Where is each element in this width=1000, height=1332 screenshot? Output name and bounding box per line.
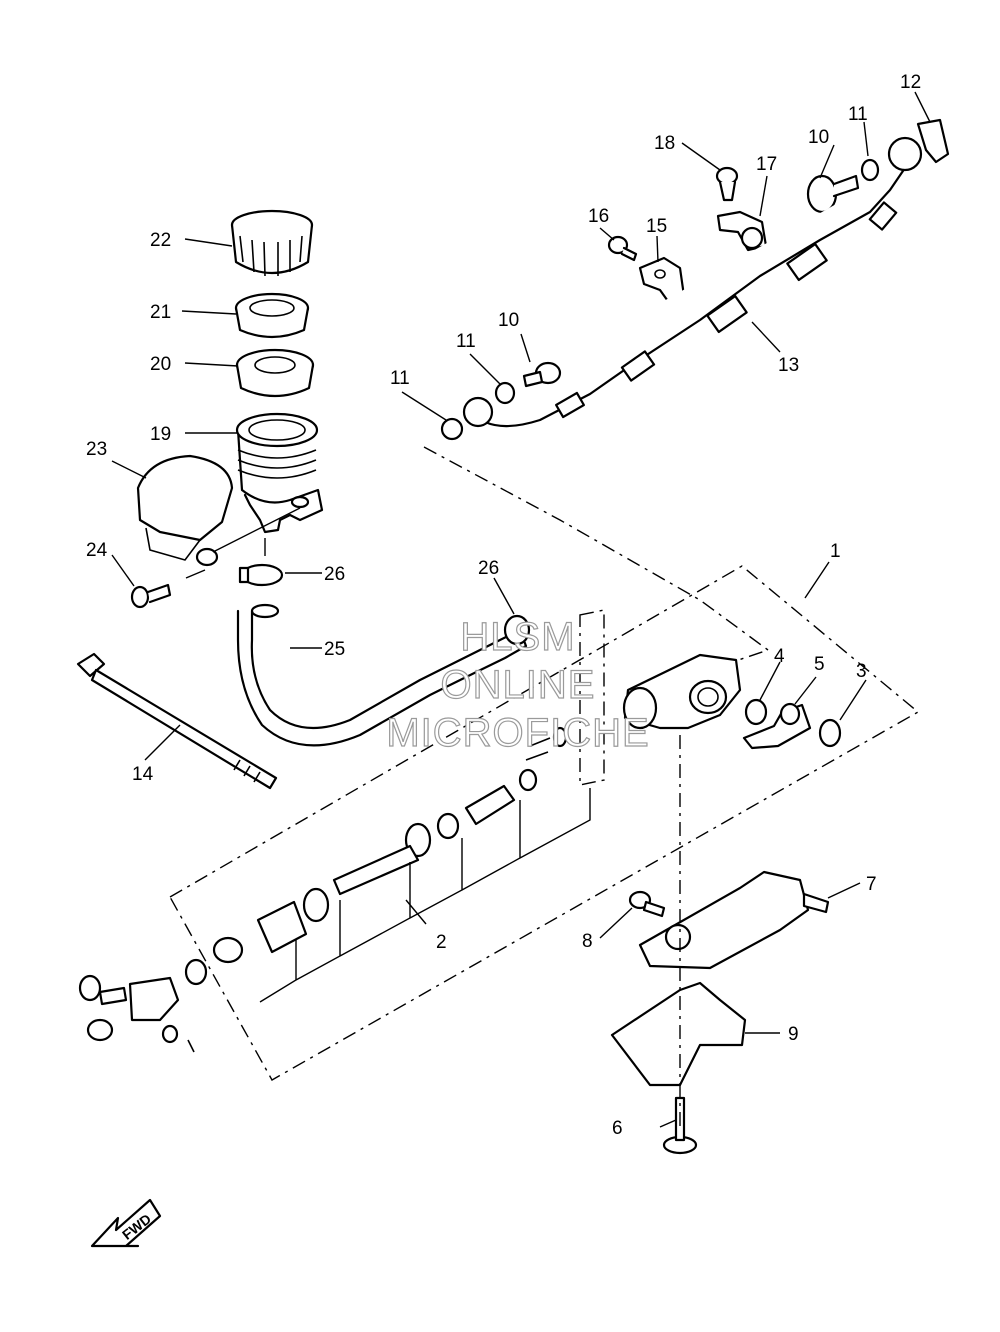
callout-11-left: 11 <box>390 368 410 389</box>
callout-10-mid: 10 <box>498 310 519 331</box>
bolt-16 <box>607 235 638 262</box>
watermark: HLSM ONLINE MICROFICHE <box>386 614 650 755</box>
callout-13: 13 <box>778 355 799 376</box>
callout-16: 16 <box>588 206 609 227</box>
reservoir-tank-19 <box>235 412 324 534</box>
watermark-line-3: MICROFICHE <box>386 711 649 755</box>
callout-11-top: 11 <box>848 104 868 125</box>
bolt-8 <box>628 890 666 918</box>
callout-23: 23 <box>86 439 107 460</box>
o-ring-4 <box>744 698 768 726</box>
callout-8: 8 <box>582 931 593 952</box>
callout-14: 14 <box>132 764 154 785</box>
clevis-yoke <box>78 974 195 1053</box>
bolt-10-top <box>806 174 860 214</box>
callout-17: 17 <box>756 154 777 175</box>
union-bolt-18 <box>715 166 739 202</box>
brake-hose-13 <box>462 136 923 428</box>
screw-24 <box>130 583 172 609</box>
callout-11-mid: 11 <box>456 331 476 352</box>
callout-5: 5 <box>814 654 825 675</box>
callout-1: 1 <box>830 541 841 562</box>
reservoir-cover-23 <box>136 454 234 567</box>
diaphragm-21 <box>234 292 310 339</box>
leader-lines <box>111 91 931 1128</box>
callout-24: 24 <box>86 540 108 561</box>
callout-12: 12 <box>900 72 921 93</box>
bolt-6 <box>662 1096 698 1155</box>
assembly-1-outline <box>169 565 920 1081</box>
watermark-line-1: HLSM <box>460 615 575 659</box>
diaphragm-plate-20 <box>235 348 315 398</box>
hose-clamp-26-left <box>238 563 284 587</box>
callout-25: 25 <box>324 639 345 660</box>
clip-12 <box>916 118 950 164</box>
callout-10-top: 10 <box>808 127 829 148</box>
bracket-7 <box>638 870 830 970</box>
bolt-10-mid <box>522 361 562 388</box>
watermark-line-2: ONLINE <box>441 663 596 707</box>
callout-2: 2 <box>436 932 447 953</box>
washer-11-top <box>860 158 880 182</box>
cover-9 <box>610 981 747 1087</box>
callout-15: 15 <box>646 216 667 237</box>
callout-21: 21 <box>150 302 171 323</box>
washer-11-mid <box>494 381 516 405</box>
master-cylinder-body <box>622 653 742 730</box>
callout-20: 20 <box>150 354 171 375</box>
callout-26-left: 26 <box>324 564 345 585</box>
piston-kit-2 <box>184 726 591 1003</box>
callout-3: 3 <box>856 661 867 682</box>
callout-7: 7 <box>866 874 877 895</box>
fwd-arrow: FWD <box>90 1198 162 1248</box>
callout-6: 6 <box>612 1118 623 1139</box>
callout-9: 9 <box>788 1024 799 1045</box>
reservoir-cap-22 <box>230 209 314 277</box>
callout-4: 4 <box>774 646 785 667</box>
reservoir-hose-25 <box>236 603 528 747</box>
callout-labels: 1 2 3 4 5 6 7 8 9 10 10 11 11 11 12 13 1… <box>86 72 921 1139</box>
callout-26-right: 26 <box>478 558 499 579</box>
callout-22: 22 <box>150 230 171 251</box>
callout-19: 19 <box>150 424 171 445</box>
callout-18: 18 <box>654 133 675 154</box>
hose-holder-17 <box>716 210 768 252</box>
hose-clamp-26-right <box>503 614 531 646</box>
cable-tie-14 <box>76 652 278 790</box>
piston-kit-bracket <box>579 609 605 786</box>
circlip-3 <box>818 718 842 748</box>
hose-joint-5 <box>742 702 812 750</box>
washer-11-left <box>440 417 464 441</box>
